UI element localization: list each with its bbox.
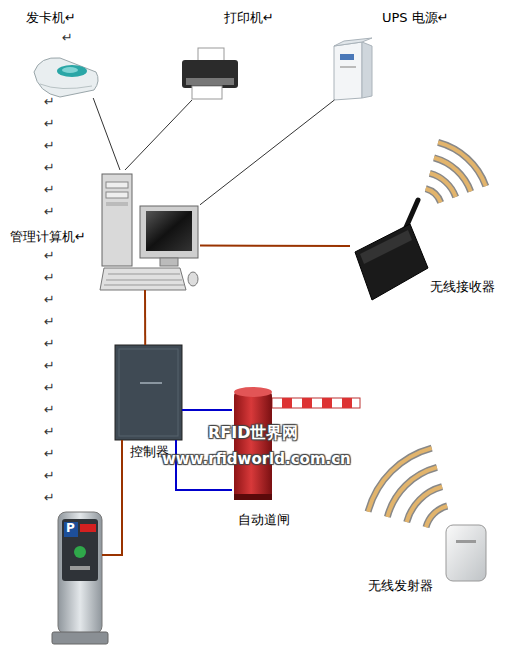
device-label: 自动道闸 bbox=[238, 512, 290, 528]
paragraph-mark: ↵ bbox=[44, 446, 55, 462]
paragraph-mark: ↵ bbox=[44, 314, 55, 330]
cable-connector bbox=[200, 245, 350, 247]
device-label: 管理计算机↵ bbox=[10, 229, 86, 245]
cable-connector bbox=[182, 409, 232, 411]
paragraph-mark: ↵ bbox=[44, 138, 55, 154]
cable-connector bbox=[125, 100, 192, 170]
paragraph-mark: ↵ bbox=[44, 468, 55, 484]
paragraph-mark: ↵ bbox=[44, 248, 55, 264]
device-node: 无线接收器 bbox=[350, 212, 430, 300]
transmitter-icon bbox=[368, 448, 486, 581]
device-node: 自动道闸 bbox=[232, 385, 274, 500]
paragraph-mark: ↵ bbox=[44, 424, 55, 440]
kiosk-wire bbox=[102, 440, 122, 555]
watermark: www.rfidworld.com.cn bbox=[162, 450, 351, 468]
paragraph-mark: ↵ bbox=[62, 30, 73, 46]
paragraph-mark: ↵ bbox=[44, 292, 55, 308]
card-machine-icon bbox=[34, 58, 98, 97]
device-label: UPS 电源↵ bbox=[382, 10, 449, 26]
paragraph-mark: ↵ bbox=[44, 94, 55, 110]
paragraph-mark: ↵ bbox=[44, 402, 55, 418]
paragraph-mark: ↵ bbox=[44, 160, 55, 176]
paragraph-mark: ↵ bbox=[44, 270, 55, 286]
device-label: 发卡机↵ bbox=[26, 10, 76, 26]
ticket-kiosk-icon bbox=[52, 512, 108, 644]
watermark: RFID世界网 bbox=[208, 423, 298, 442]
paragraph-mark: ↵ bbox=[44, 358, 55, 374]
paragraph-mark: ↵ bbox=[44, 116, 55, 132]
paragraph-mark: ↵ bbox=[44, 380, 55, 396]
device-node: 控制器 bbox=[115, 345, 182, 440]
device-node: 发卡机↵ bbox=[32, 55, 100, 98]
cable-connector bbox=[144, 290, 146, 345]
barrier-gate-icon bbox=[234, 387, 360, 500]
printer-icon bbox=[182, 48, 238, 99]
device-label: 打印机↵ bbox=[224, 10, 274, 26]
device-label: 无线接收器 bbox=[430, 279, 495, 295]
computer-icon bbox=[100, 174, 198, 290]
device-node: 打印机↵ bbox=[180, 48, 240, 100]
parking-sign: P bbox=[66, 521, 75, 536]
cable-connector bbox=[93, 98, 120, 170]
device-label: 无线发射器 bbox=[368, 578, 433, 594]
receiver-icon bbox=[355, 142, 486, 300]
device-node: 无线发射器 bbox=[440, 518, 492, 584]
device-node: UPS 电源↵ bbox=[330, 38, 374, 100]
ups-icon bbox=[334, 38, 372, 100]
paragraph-mark: ↵ bbox=[44, 182, 55, 198]
controller-icon bbox=[115, 345, 182, 440]
paragraph-mark: ↵ bbox=[44, 204, 55, 220]
paragraph-mark: ↵ bbox=[44, 336, 55, 352]
device-node: 管理计算机↵ bbox=[100, 170, 200, 290]
cable-connector bbox=[200, 100, 334, 205]
paragraph-mark: ↵ bbox=[44, 490, 55, 506]
